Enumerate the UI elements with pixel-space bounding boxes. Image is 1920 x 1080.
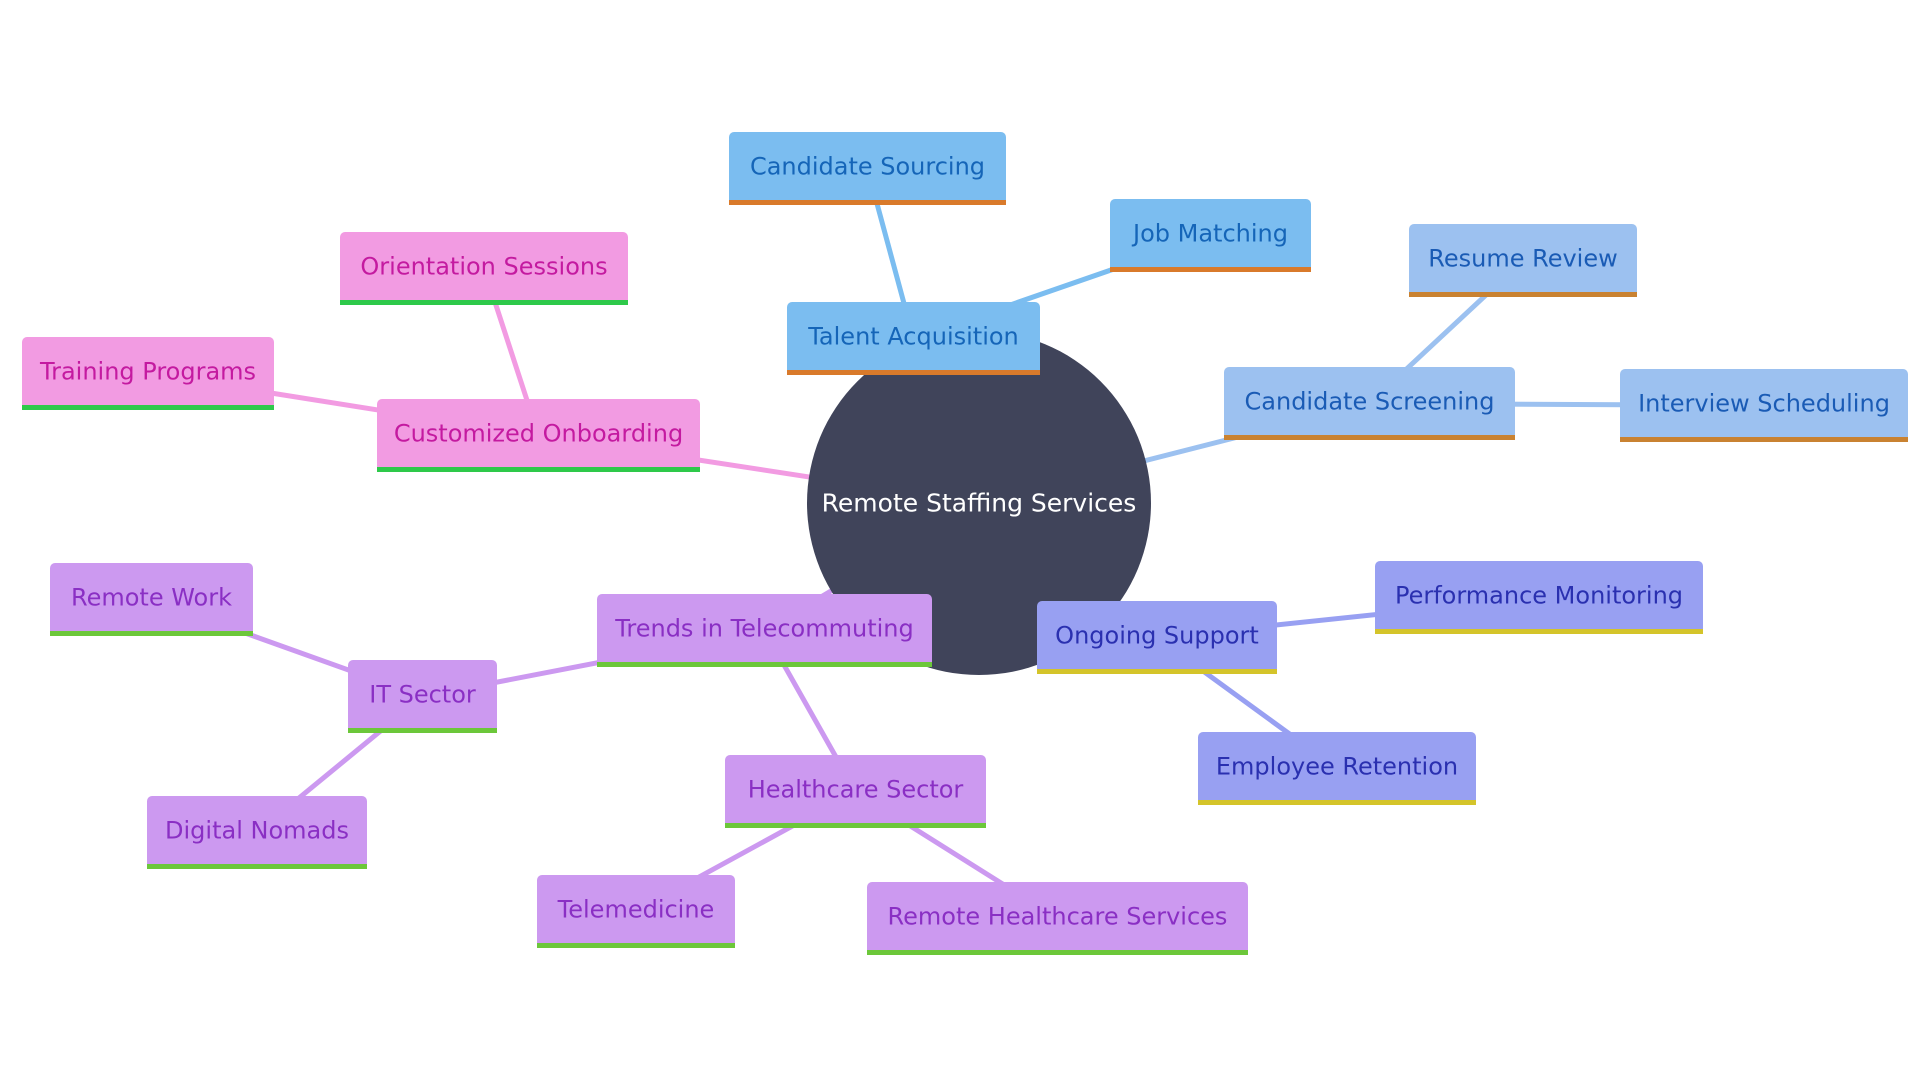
node-orientation-sessions[interactable]: Orientation Sessions <box>340 232 628 305</box>
node-label: Healthcare Sector <box>748 776 964 804</box>
node-underline <box>729 200 1006 205</box>
node-ongoing-support[interactable]: Ongoing Support <box>1037 601 1277 674</box>
node-label: Performance Monitoring <box>1395 582 1683 610</box>
node-talent-acquisition[interactable]: Talent Acquisition <box>787 302 1040 375</box>
node-label: Ongoing Support <box>1055 622 1259 650</box>
node-underline <box>725 823 986 828</box>
mindmap-nodes: Talent Acquisition Candidate SourcingJob … <box>22 132 1908 955</box>
node-label: Talent Acquisition <box>807 323 1019 351</box>
node-box <box>787 302 1040 375</box>
node-underline <box>537 943 735 948</box>
node-label: Remote Healthcare Services <box>888 903 1228 931</box>
node-underline <box>1224 435 1515 440</box>
root-node-circle <box>807 331 1151 675</box>
node-underline <box>50 631 253 636</box>
node-customized-onboarding[interactable]: Customized Onboarding <box>377 399 700 472</box>
node-underline <box>147 864 367 869</box>
node-underline <box>1198 800 1476 805</box>
node-label: Digital Nomads <box>165 817 349 845</box>
node-label: Candidate Screening <box>1245 388 1495 416</box>
node-label: Orientation Sessions <box>360 253 607 281</box>
node-underline <box>22 405 274 410</box>
node-underline <box>377 467 700 472</box>
node-box <box>1375 561 1703 634</box>
node-underline <box>1375 629 1703 634</box>
node-box <box>1224 367 1515 440</box>
node-box <box>147 796 367 869</box>
node-box <box>867 882 1248 955</box>
node-box <box>537 875 735 948</box>
node-remote-healthcare[interactable]: Remote Healthcare Services <box>867 882 1248 955</box>
node-label: Job Matching <box>1131 220 1288 248</box>
node-trends-telecommuting[interactable]: Trends in Telecommuting <box>597 594 932 667</box>
node-label: Telemedicine <box>557 896 715 924</box>
node-healthcare-sector[interactable]: Healthcare Sector <box>725 755 986 828</box>
node-box <box>729 132 1006 205</box>
node-box <box>50 563 253 636</box>
node-underline <box>867 950 1248 955</box>
node-box <box>377 399 700 472</box>
node-telemedicine[interactable]: Telemedicine <box>537 875 735 948</box>
node-label: Candidate Sourcing <box>750 153 985 181</box>
node-box <box>1037 601 1277 674</box>
node-job-matching[interactable]: Job Matching <box>1110 199 1311 272</box>
node-label: Resume Review <box>1428 245 1617 273</box>
node-label: Training Programs <box>39 358 256 386</box>
node-box <box>1620 369 1908 442</box>
node-interview-scheduling[interactable]: Interview Scheduling <box>1620 369 1908 442</box>
node-underline <box>340 300 628 305</box>
node-underline <box>1620 437 1908 442</box>
node-box <box>725 755 986 828</box>
node-underline <box>1037 669 1277 674</box>
node-label: Employee Retention <box>1216 753 1458 781</box>
root-node[interactable]: Remote Staffing Services <box>807 331 1151 675</box>
node-label: Interview Scheduling <box>1638 390 1890 418</box>
node-box <box>348 660 497 733</box>
node-box <box>597 594 932 667</box>
node-box <box>1409 224 1637 297</box>
node-underline <box>597 662 932 667</box>
node-training-programs[interactable]: Training Programs <box>22 337 274 410</box>
node-box <box>340 232 628 305</box>
root-node-label: Remote Staffing Services <box>822 489 1137 518</box>
node-underline <box>787 370 1040 375</box>
node-box <box>22 337 274 410</box>
node-resume-review[interactable]: Resume Review <box>1409 224 1637 297</box>
node-box <box>1198 732 1476 805</box>
node-box <box>1110 199 1311 272</box>
node-label: Customized Onboarding <box>394 420 683 448</box>
node-candidate-screening[interactable]: Candidate Screening <box>1224 367 1515 440</box>
node-performance-monitoring[interactable]: Performance Monitoring <box>1375 561 1703 634</box>
node-label: Trends in Telecommuting <box>614 615 913 643</box>
node-candidate-sourcing[interactable]: Candidate Sourcing <box>729 132 1006 205</box>
node-label: IT Sector <box>369 681 476 709</box>
node-underline <box>1110 267 1311 272</box>
node-underline <box>1409 292 1637 297</box>
node-it-sector[interactable]: IT Sector <box>348 660 497 733</box>
node-digital-nomads[interactable]: Digital Nomads <box>147 796 367 869</box>
node-label: Remote Work <box>71 584 232 612</box>
node-remote-work[interactable]: Remote Work <box>50 563 253 636</box>
node-employee-retention[interactable]: Employee Retention <box>1198 732 1476 805</box>
node-underline <box>348 728 497 733</box>
